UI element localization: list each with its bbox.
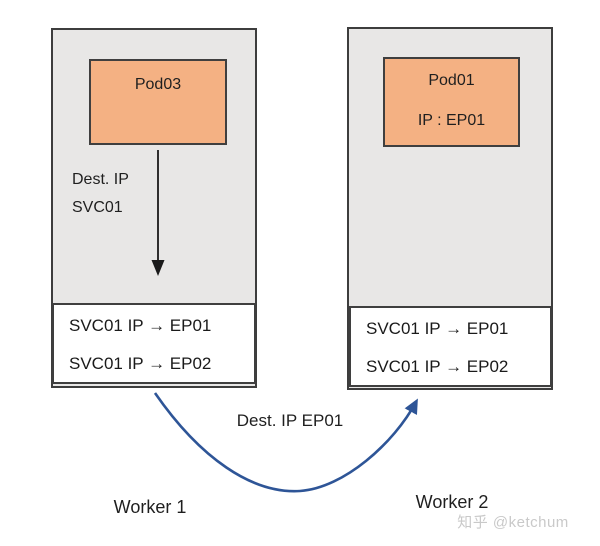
nat-rule-row: SVC01 IP → EP02: [69, 354, 212, 373]
pod01-label: Pod01: [428, 72, 475, 89]
pod01-box: Pod01 IP : EP01: [383, 57, 520, 147]
pod01-ip-label: IP : EP01: [417, 112, 486, 129]
nat-rule-row: SVC01 IP → EP02: [366, 357, 509, 376]
packet-dest-note-line2: SVC01: [72, 199, 123, 216]
packet-dest-note-line1: Dest. IP: [72, 171, 129, 188]
nat-rule-row: SVC01 IP → EP01: [69, 316, 212, 335]
pod03-label: Pod03: [134, 76, 182, 93]
cross-node-arrow-label: Dest. IP EP01: [236, 411, 344, 430]
worker1-nat-table: SVC01 IP → EP01 SVC01 IP → EP02: [52, 303, 256, 384]
packet-dest-note: Dest. IP SVC01: [72, 166, 129, 222]
cross-node-routing-arrow: [153, 392, 418, 493]
worker2-caption: Worker 2: [415, 492, 489, 512]
pod03-box: Pod03: [89, 59, 227, 145]
worker1-caption: Worker 1: [113, 497, 187, 517]
worker2-nat-table: SVC01 IP → EP01 SVC01 IP → EP02: [349, 306, 552, 387]
watermark-text: 知乎 @ketchum: [457, 514, 569, 531]
nat-rule-row: SVC01 IP → EP01: [366, 319, 509, 338]
